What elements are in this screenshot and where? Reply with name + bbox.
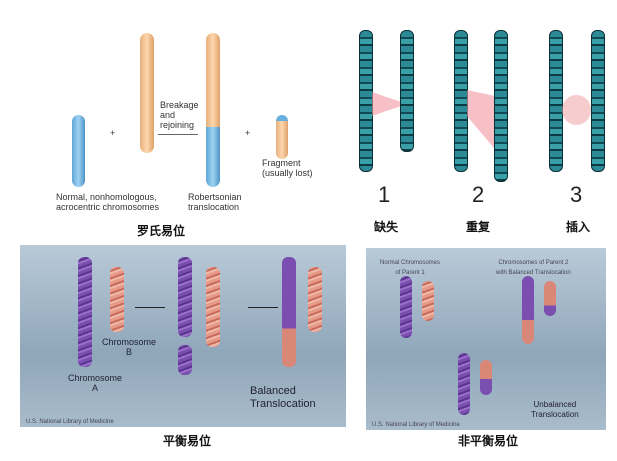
fragment-label: Fragment (usually lost) — [262, 158, 313, 178]
number-1: 1 — [378, 182, 391, 207]
insertion-normal-chromosome — [549, 30, 563, 172]
chromosome-b-label: Chromosome B — [102, 337, 157, 357]
translocated-chromosome-b — [308, 267, 322, 332]
broken-chromosome-b — [206, 267, 220, 347]
robertsonian-lower-arm — [206, 127, 220, 187]
credit: U.S. National Library of Medicine — [372, 422, 460, 428]
robertsonian-caption: 罗氏易位 — [137, 224, 186, 238]
unbalanced-panel: Normal Chromosomes of Parent 1 Chromosom… — [366, 248, 606, 430]
robertsonian-label: Robertsonian translocation — [188, 192, 242, 212]
arrow — [248, 307, 278, 308]
parent1-label: Normal Chromosomes of Parent 1 — [380, 260, 441, 276]
duplication-normal-chromosome — [454, 30, 468, 172]
chromosome-a-label: Chromosome A — [68, 373, 123, 393]
duplication-chromosome — [494, 30, 508, 182]
chromosome-a-fragment — [178, 345, 192, 375]
offspring-chromosome-a — [458, 353, 470, 415]
unbalanced-caption: 非平衡易位 — [458, 434, 519, 448]
balanced-panel: Chromosome B Chromosome A Balanced Trans… — [20, 245, 346, 427]
parent1-chromosome-b — [422, 281, 434, 321]
parent2-chromosome-a — [522, 276, 534, 344]
insertion-caption: 插入 — [566, 220, 591, 234]
chromosome-b — [110, 267, 124, 332]
parent2-chromosome-b — [544, 281, 556, 316]
duplication-highlight — [467, 90, 494, 148]
arrow — [135, 307, 165, 308]
normal-label: Normal, nonhomologous, acrocentric chrom… — [56, 192, 160, 212]
deletion-normal-chromosome — [359, 30, 373, 172]
translocated-chromosome-a — [282, 257, 296, 367]
orange-acrocentric-chromosome — [140, 33, 154, 153]
arrow — [158, 134, 198, 135]
fragment-chromosome — [276, 115, 288, 159]
breakage-label: Breakage and rejoining — [160, 100, 199, 130]
blue-acrocentric-chromosome — [72, 115, 85, 187]
insertion-highlight — [562, 95, 591, 125]
plus-sign: + — [245, 128, 251, 138]
parent2-label: Chromosomes of Parent 2 with Balanced Tr… — [496, 260, 571, 276]
parent1-chromosome-a — [400, 276, 412, 338]
deletion-highlight — [372, 92, 400, 116]
deletion-caption: 缺失 — [374, 220, 399, 234]
unbalanced-label: Unbalanced Translocation — [531, 400, 579, 419]
balanced-label: Balanced Translocation — [250, 385, 316, 410]
chromosome-a — [78, 257, 92, 367]
insertion-chromosome — [591, 30, 605, 172]
deletion-chromosome — [400, 30, 414, 152]
broken-chromosome-a — [178, 257, 192, 337]
number-2: 2 — [472, 182, 485, 207]
offspring-chromosome-b — [480, 360, 492, 395]
credit: U.S. National Library of Medicine — [26, 419, 114, 425]
number-3: 3 — [570, 182, 583, 207]
balanced-caption: 平衡易位 — [163, 434, 212, 448]
robertsonian-upper-arm — [206, 33, 220, 128]
duplication-caption: 重复 — [466, 220, 491, 234]
plus-sign: + — [110, 128, 116, 138]
